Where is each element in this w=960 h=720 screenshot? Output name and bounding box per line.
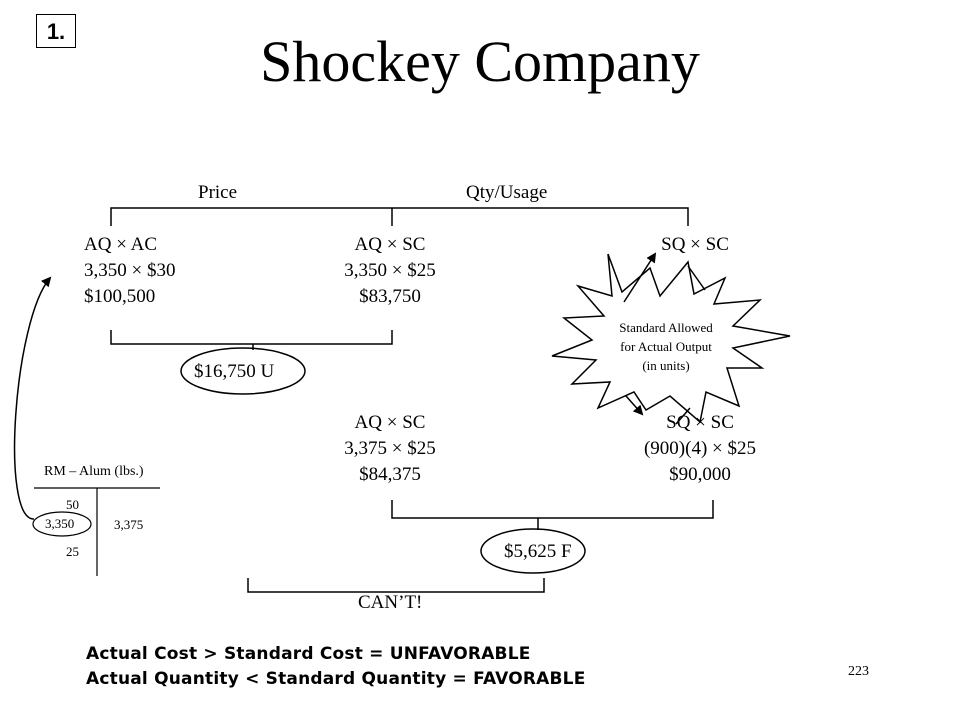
price-variance-ellipse <box>180 347 306 395</box>
qty-variance-label: $5,625 F <box>504 541 572 562</box>
aq-sc-bottom-total: $84,375 <box>359 464 421 485</box>
sq-sc-bottom-formula: SQ × SC <box>666 412 734 433</box>
starburst-line-3: (in units) <box>642 358 690 373</box>
sq-sc-formula-top: SQ × SC <box>661 234 729 255</box>
aq-sc-total: $83,750 <box>359 286 421 307</box>
aq-sc-calculation: 3,350 × $25 <box>344 260 436 281</box>
aq-sc-bottom-column: AQ × SC 3,375 × $25 $84,375 <box>310 410 470 488</box>
actual-cost-column: AQ × AC 3,350 × $30 $100,500 <box>84 232 175 310</box>
aq-ac-calculation: 3,350 × $30 <box>84 260 176 281</box>
aq-ac-formula: AQ × AC <box>84 234 158 255</box>
t-account-debit-2: 3,350 <box>45 516 75 531</box>
price-header: Price <box>198 182 238 203</box>
sq-sc-top-column: SQ × SC <box>620 232 770 258</box>
qty-usage-header: Qty/Usage <box>466 182 548 203</box>
aq-sc-bottom-calculation: 3,375 × $25 <box>344 438 436 459</box>
starburst-line-1: Standard Allowed <box>619 320 713 335</box>
slide-number-badge: 1. <box>36 14 76 48</box>
starburst-text: Standard Allowed for Actual Output (in u… <box>596 318 736 375</box>
starburst-callout <box>551 253 791 424</box>
qty-variance-ellipse <box>480 528 586 574</box>
t-account-debit-1: 50 <box>66 497 79 512</box>
t-account-debit-3: 25 <box>66 544 79 559</box>
sq-sc-bottom-total: $90,000 <box>669 464 731 485</box>
t-account-title: RM – Alum (lbs.) <box>44 464 144 479</box>
page-number: 223 <box>848 664 869 679</box>
t-account-credit-1: 3,375 <box>114 517 144 532</box>
aq-sc-formula: AQ × SC <box>354 234 426 255</box>
page-title: Shockey Company <box>260 29 700 94</box>
sq-sc-bottom-calculation: (900)(4) × $25 <box>643 438 757 459</box>
favorable-rule: Actual Quantity < Standard Quantity = FA… <box>86 669 586 689</box>
aq-ac-total: $100,500 <box>84 286 156 307</box>
aq-sc-bottom-formula: AQ × SC <box>354 412 426 433</box>
sq-sc-bottom-column: SQ × SC (900)(4) × $25 $90,000 <box>610 410 790 488</box>
starburst-line-2: for Actual Output <box>620 339 712 354</box>
unfavorable-rule: Actual Cost > Standard Cost = UNFAVORABL… <box>86 644 531 664</box>
cant-label: CAN’T! <box>358 592 423 613</box>
aq-sc-top-column: AQ × SC 3,350 × $25 $83,750 <box>310 232 470 310</box>
price-variance-label: $16,750 U <box>194 361 275 382</box>
